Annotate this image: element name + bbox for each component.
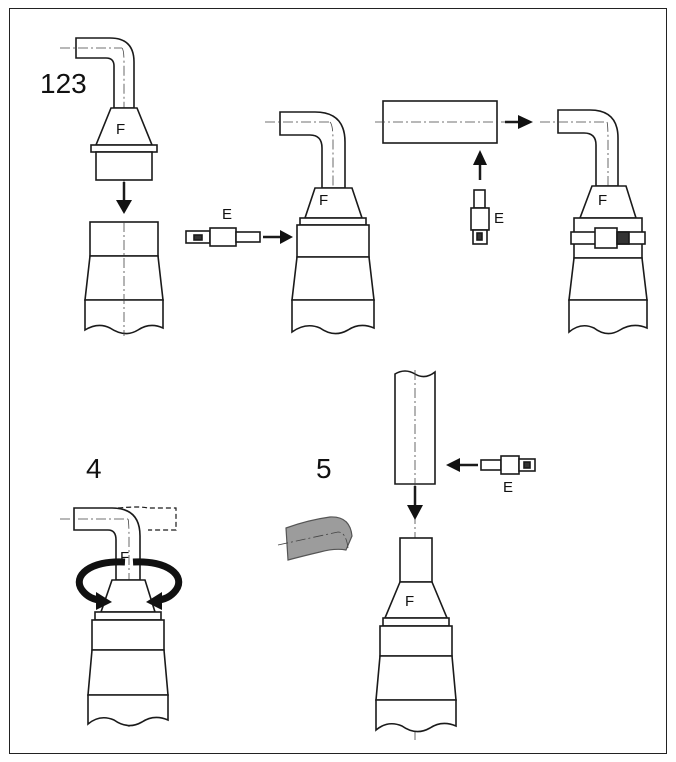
step3-right-arrow — [518, 115, 533, 129]
step5-down-arrow — [407, 505, 423, 520]
step5-label: 5 — [316, 453, 332, 484]
step3-adapter-letter: F — [598, 192, 607, 209]
step4-assembly — [60, 506, 177, 730]
step5-adapter-cone — [383, 581, 449, 619]
step1-clamp-letter: E — [222, 206, 232, 223]
step3-clamp — [470, 150, 490, 245]
step1-adapter-spigot — [95, 151, 153, 181]
step4-rotation-arrows — [75, 558, 183, 610]
step5-clamp-letter: E — [503, 479, 513, 496]
step5-removed-elbow — [285, 516, 353, 561]
step3-result-assembly — [540, 109, 648, 335]
diagram-frame — [9, 8, 667, 754]
step5-left-arrow — [446, 458, 460, 472]
step4-adapter-cone — [99, 579, 157, 613]
step5-adapter-letter: F — [405, 593, 414, 610]
step5-clamp — [446, 455, 536, 475]
step1-adapter-letter: F — [116, 121, 125, 138]
step1-assembly — [60, 37, 164, 336]
step3-clamp-letter: E — [494, 210, 504, 227]
step1-adapter-collar — [90, 144, 158, 153]
step2-adapter-letter: F — [319, 192, 328, 209]
step-group-label: 123 — [40, 68, 87, 99]
step2-assembly — [265, 111, 375, 335]
step1-boiler-outlet — [84, 221, 164, 336]
step2-adapter-cone — [303, 187, 364, 219]
step1-clamp — [185, 227, 293, 247]
step3-flue-pipe — [375, 100, 533, 144]
step1-right-arrow — [280, 230, 293, 244]
step4-label: 4 — [86, 453, 102, 484]
step1-down-arrow — [116, 200, 132, 214]
step3-up-arrow — [473, 150, 487, 165]
step4-adapter-letter: F — [120, 549, 129, 566]
step5-assembly — [375, 537, 457, 733]
